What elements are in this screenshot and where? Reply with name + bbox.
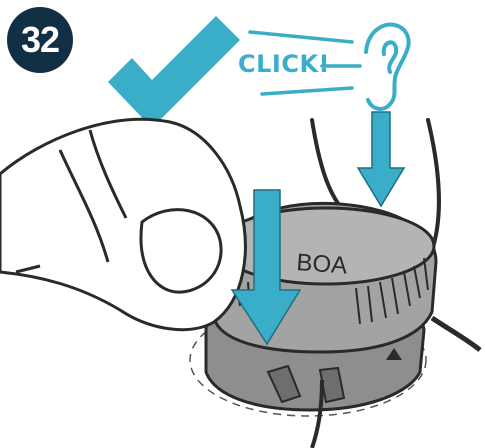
step-number: 32 bbox=[7, 7, 73, 73]
down-arrow-icon bbox=[358, 112, 404, 206]
click-label: CLICK! bbox=[238, 50, 330, 78]
step-badge: 32 bbox=[7, 7, 73, 73]
ear-icon bbox=[366, 25, 409, 109]
checkmark-icon bbox=[108, 16, 240, 128]
thumb bbox=[0, 119, 245, 329]
boa-logo: BOA bbox=[296, 249, 348, 279]
